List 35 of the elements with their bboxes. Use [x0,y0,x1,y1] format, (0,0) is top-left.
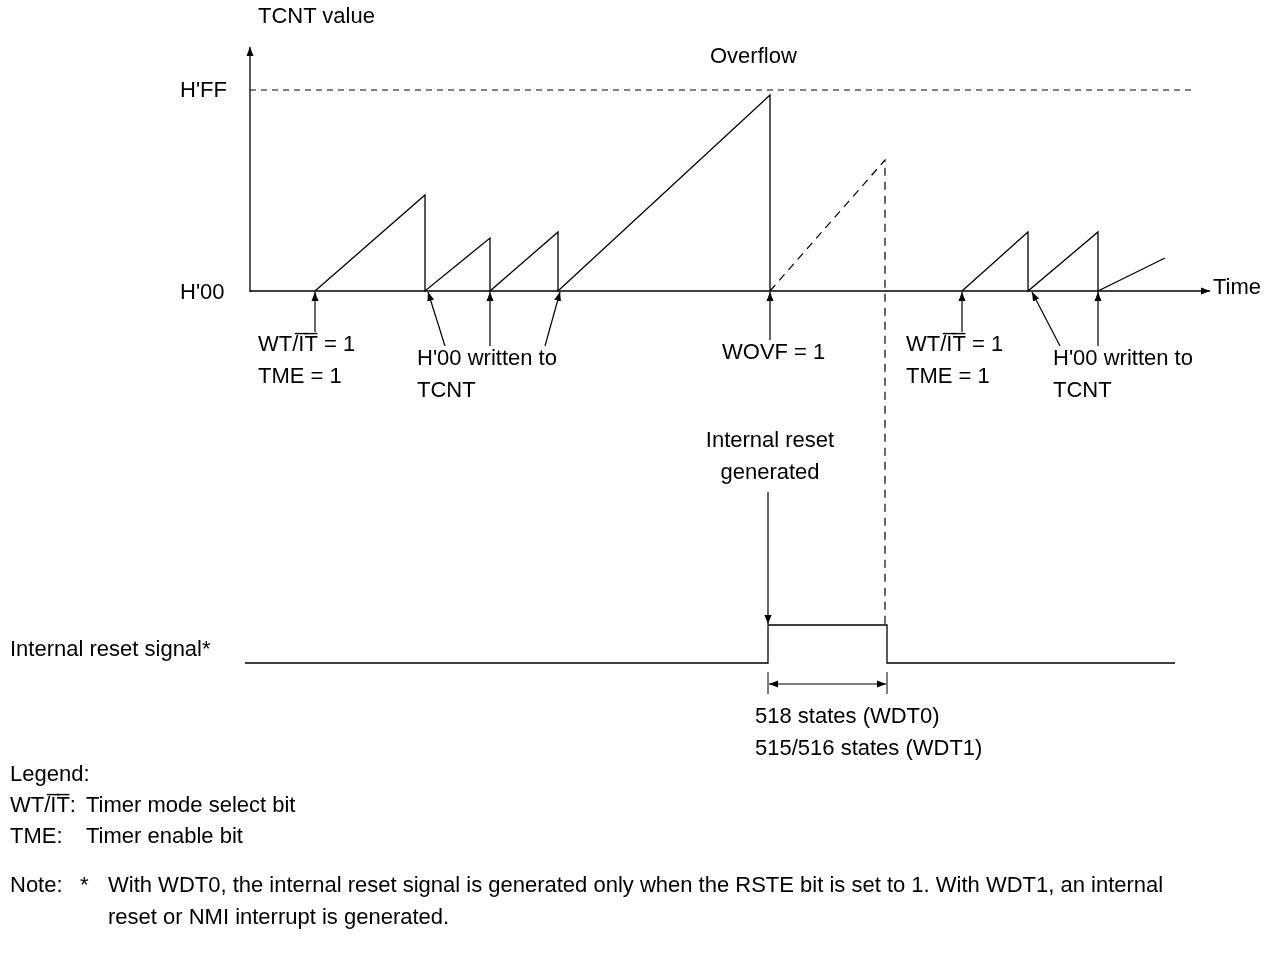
overflow-label: Overflow [710,42,797,70]
note-heading: Note: [10,871,63,899]
abbreviation-meaning: Timer mode select bit [86,791,296,819]
leader-arrow [311,291,319,333]
legend-heading: Legend: [10,760,90,788]
axis-label: Time [1213,273,1262,301]
leader-arrow [1031,291,1061,347]
annotation-text: Internal reset generated [690,424,850,488]
annotation-text: WOVF = 1 [722,336,826,368]
abbreviation: TME: [10,822,63,850]
leader-arrow [486,291,494,347]
counter-waveform [314,93,1166,293]
annotation-text: WT/I̅T̅ = 1 [258,330,356,358]
leader-arrow [544,291,561,347]
annotation-text: WT/I̅T̅ = 1 [906,330,1004,358]
leader-arrow [766,291,774,341]
leader-arrow [764,491,772,625]
axis-label: TCNT value [258,2,375,30]
level-label: H'FF [180,76,227,104]
annotation-text: TME = 1 [258,362,343,390]
abbreviation-meaning: Timer enable bit [86,822,243,850]
abbreviation: WT/I̅T̅: [10,791,76,819]
annotation-text: TME = 1 [906,362,991,390]
leader-arrow [958,291,966,333]
note-text: With WDT0, the internal reset signal is generated only when the RSTE bit is set to 1. With WDT1, an internal reset or NMI interrupt is generated. [108,871,1165,931]
annotation-text: H'00 written to TCNT [1053,342,1203,406]
signal-label: Internal reset signal* [10,635,211,663]
dimension-text: 515/516 states (WDT1) [755,734,983,762]
dimension-text: 518 states (WDT0) [755,702,940,730]
leader-arrow [427,291,446,347]
reset-pulse-waveform [244,624,1176,664]
leader-arrow [1094,291,1102,347]
level-label: H'00 [180,278,225,306]
footnote-mark: * [80,871,89,899]
annotation-text: H'00 written to TCNT [417,342,567,406]
